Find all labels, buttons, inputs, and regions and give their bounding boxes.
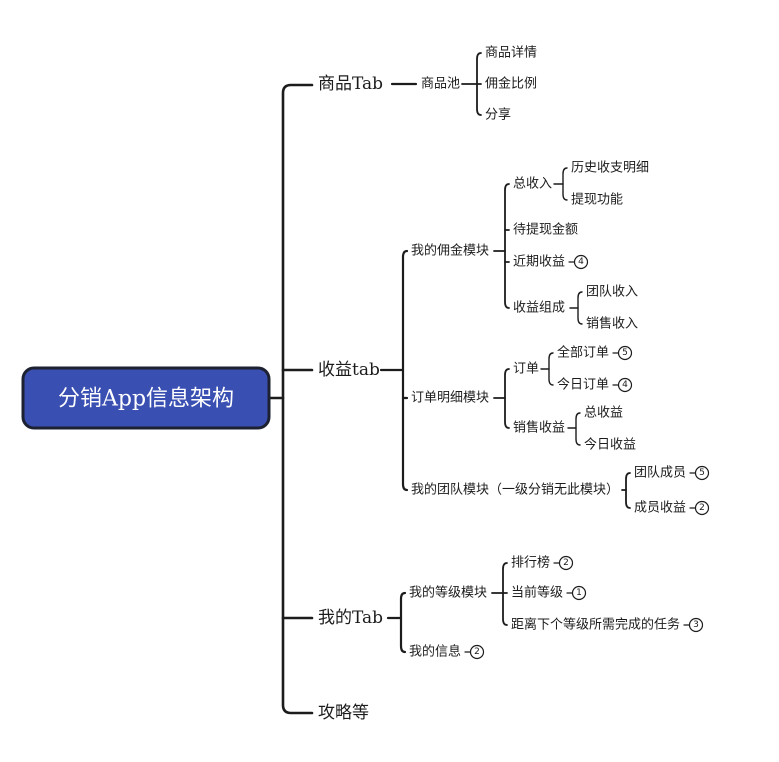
node-order[interactable]: 订单 (513, 362, 539, 377)
bracket-my-commission (504, 183, 510, 309)
bracket-income-composition (577, 291, 583, 325)
node-my-tab[interactable]: 我的Tab (318, 608, 383, 628)
badge-number: 2 (699, 503, 705, 513)
node-total-revenue[interactable]: 总收益 (584, 406, 623, 421)
node-guide[interactable]: 攻略等 (318, 703, 369, 723)
node-my-info[interactable]: 我的信息 (409, 644, 461, 660)
badge-circle (469, 644, 485, 660)
node-order-detail-module[interactable]: 订单明细模块 (411, 391, 489, 406)
node-sales-income[interactable]: 销售收入 (586, 316, 638, 332)
badge-number: 3 (693, 620, 699, 630)
node-history-income-detail[interactable]: 历史收支明细 (571, 161, 649, 176)
badge-circle (558, 555, 574, 571)
root-node-label: 分销App信息架构 (58, 387, 234, 412)
node-total-income[interactable]: 总收入 (513, 177, 552, 192)
node-withdraw-function[interactable]: 提现功能 (571, 192, 623, 208)
badge-number: 2 (474, 647, 480, 657)
node-today-orders[interactable]: 今日订单 (557, 377, 609, 393)
node-team-members[interactable]: 团队成员 (634, 466, 686, 481)
node-all-orders[interactable]: 全部订单 (557, 345, 609, 361)
node-income-composition[interactable]: 收益组成 (513, 301, 565, 316)
node-current-level[interactable]: 当前等级 (511, 585, 563, 601)
badge-recent-income: 4 (568, 254, 589, 270)
bracket-sales-revenue (575, 412, 581, 446)
connector-spine (281, 83, 314, 715)
node-commission-ratio[interactable]: 佣金比例 (485, 76, 537, 92)
bracket-total-income (562, 167, 568, 201)
badge-today-orders: 4 (612, 377, 633, 393)
badge-team-members: 5 (689, 465, 710, 481)
badge-member-income: 2 (689, 500, 710, 516)
node-team-income[interactable]: 团队收入 (586, 285, 638, 300)
node-next-level-tasks[interactable]: 距离下个等级所需完成的任务 (511, 617, 680, 633)
node-product-tab[interactable]: 商品Tab (318, 74, 383, 94)
badge-number: 5 (699, 468, 705, 478)
badge-current-level: 1 (566, 585, 587, 601)
connector-lines (267, 52, 631, 715)
bracket-my-tab-children (399, 591, 407, 654)
badge-number: 4 (622, 380, 628, 390)
badge-circle (694, 465, 710, 481)
root-node[interactable]: 分销App信息架构 (21, 366, 271, 430)
badge-all-orders: 5 (612, 345, 633, 361)
bracket-my-team (625, 472, 631, 509)
badge-circle (617, 345, 633, 361)
node-sales-revenue[interactable]: 销售收益 (513, 420, 565, 436)
node-my-commission-module[interactable]: 我的佣金模块 (411, 243, 489, 259)
bracket-my-level (502, 562, 508, 626)
badge-number: 1 (576, 588, 582, 598)
badge-circle (688, 617, 704, 633)
badge-circle (694, 500, 710, 516)
node-ranking[interactable]: 排行榜 (511, 555, 550, 571)
badge-circle (573, 254, 589, 270)
badge-my-info: 2 (464, 644, 485, 660)
bracket-income-children (401, 249, 409, 492)
node-member-income[interactable]: 成员收益 (634, 501, 686, 516)
badge-ranking: 2 (553, 555, 574, 571)
badge-number: 4 (578, 257, 584, 267)
node-my-team-module[interactable]: 我的团队模块（一级分销无此模块） (411, 482, 619, 498)
node-share[interactable]: 分享 (485, 107, 511, 123)
root-node-box[interactable] (21, 366, 271, 430)
badge-number: 2 (563, 558, 569, 568)
bracket-order (548, 352, 554, 386)
badge-next-level-tasks: 3 (683, 617, 704, 633)
node-my-level-module[interactable]: 我的等级模块 (409, 585, 487, 601)
bracket-order-detail (504, 368, 510, 429)
node-recent-income[interactable]: 近期收益 (513, 255, 565, 270)
node-income-tab[interactable]: 收益tab (318, 360, 380, 380)
node-product-pool[interactable]: 商品池 (421, 77, 460, 92)
node-pending-withdraw-amount[interactable]: 待提现金额 (513, 222, 578, 238)
badge-number: 5 (622, 348, 628, 358)
node-today-revenue[interactable]: 今日收益 (584, 437, 636, 453)
badge-circle (617, 377, 633, 393)
badge-circle (571, 585, 587, 601)
node-product-detail[interactable]: 商品详情 (485, 46, 537, 61)
